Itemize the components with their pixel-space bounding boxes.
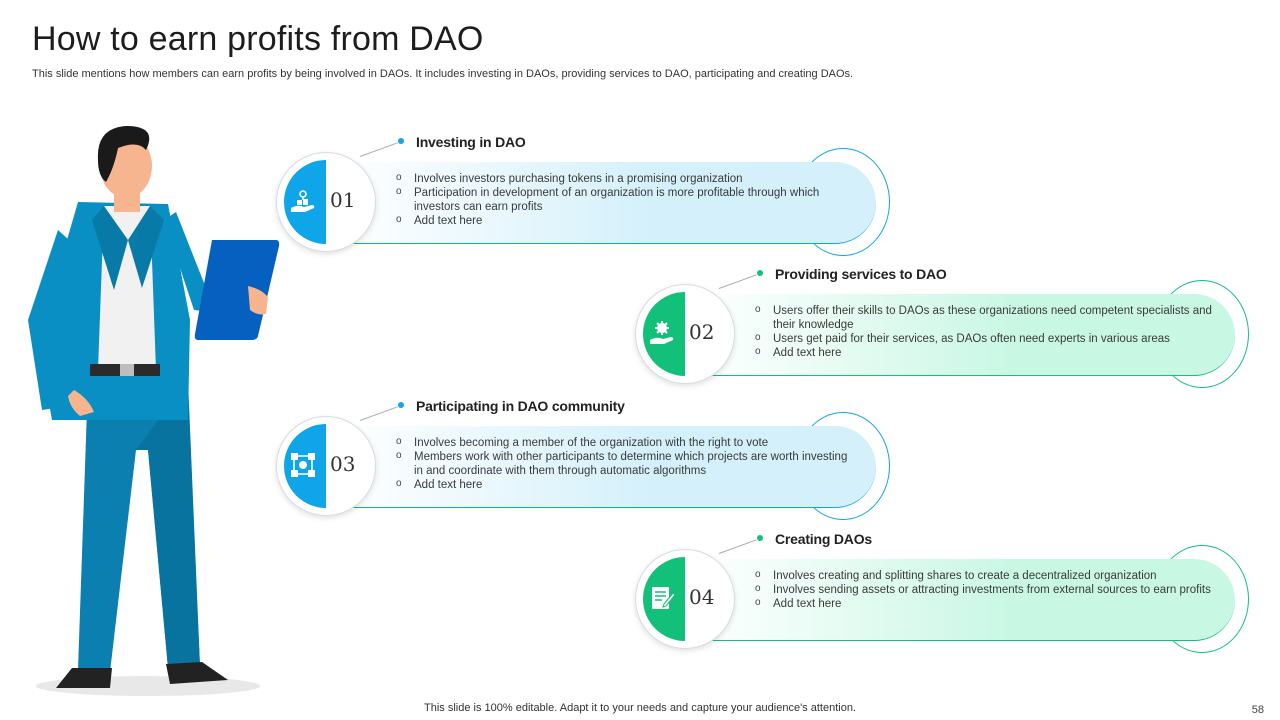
heading-dot bbox=[757, 270, 763, 276]
community-network-icon bbox=[288, 450, 318, 480]
step-bullet: Involves creating and splitting shares t… bbox=[755, 568, 1215, 583]
step-number: 04 bbox=[689, 585, 715, 609]
step-bullet: Involves sending assets or attracting in… bbox=[755, 582, 1215, 597]
step-bullet: Add text here bbox=[396, 213, 856, 228]
step-heading: Investing in DAO bbox=[416, 134, 526, 150]
step-bullet: Users get paid for their services, as DA… bbox=[755, 331, 1215, 346]
service-gear-hand-icon bbox=[647, 318, 677, 348]
step-half-circle bbox=[284, 160, 368, 244]
heading-dot bbox=[398, 138, 404, 144]
step-bullet-list: Involves becoming a member of the organi… bbox=[396, 435, 856, 492]
slide-subtitle: This slide mentions how members can earn… bbox=[32, 68, 854, 80]
step-bullet: Add text here bbox=[755, 345, 1215, 360]
heading-dot bbox=[757, 535, 763, 541]
step-bullet: Add text here bbox=[755, 596, 1215, 611]
step-card-04: 04 Creating DAOs Involves creating and s… bbox=[635, 531, 1251, 661]
page-number: 58 bbox=[1251, 704, 1264, 716]
step-heading: Participating in DAO community bbox=[416, 398, 625, 414]
slide-title: How to earn profits from DAO bbox=[32, 20, 484, 58]
step-heading: Creating DAOs bbox=[775, 531, 872, 547]
businessman-with-tablet-illustration bbox=[28, 126, 280, 696]
heading-connector-line bbox=[359, 142, 398, 157]
step-bullet-list: Users offer their skills to DAOs as thes… bbox=[755, 303, 1215, 360]
heading-connector-line bbox=[718, 539, 757, 554]
heading-dot bbox=[398, 402, 404, 408]
step-card-01: 01 Investing in DAO Involves investors p… bbox=[276, 134, 892, 264]
step-bullet: Participation in development of an organ… bbox=[396, 185, 856, 214]
step-bullet: Members work with other participants to … bbox=[396, 449, 856, 478]
step-card-02: 02 Providing services to DAO Users offer… bbox=[635, 266, 1251, 396]
step-number: 01 bbox=[330, 188, 356, 212]
document-edit-icon bbox=[647, 583, 677, 613]
step-number: 03 bbox=[330, 452, 356, 476]
heading-connector-line bbox=[359, 406, 398, 421]
step-number: 02 bbox=[689, 320, 715, 344]
step-half-circle bbox=[643, 292, 727, 376]
step-heading: Providing services to DAO bbox=[775, 266, 947, 282]
step-bullet-list: Involves investors purchasing tokens in … bbox=[396, 171, 856, 228]
step-bullet: Add text here bbox=[396, 477, 856, 492]
investment-hand-icon bbox=[288, 186, 318, 216]
step-bullet-list: Involves creating and splitting shares t… bbox=[755, 568, 1215, 611]
step-bullet: Users offer their skills to DAOs as thes… bbox=[755, 303, 1215, 332]
step-bullet: Involves investors purchasing tokens in … bbox=[396, 171, 856, 186]
step-card-03: 03 Participating in DAO community Involv… bbox=[276, 398, 892, 528]
step-bullet: Involves becoming a member of the organi… bbox=[396, 435, 856, 450]
slide-footer: This slide is 100% editable. Adapt it to… bbox=[424, 702, 856, 714]
heading-connector-line bbox=[718, 274, 757, 289]
